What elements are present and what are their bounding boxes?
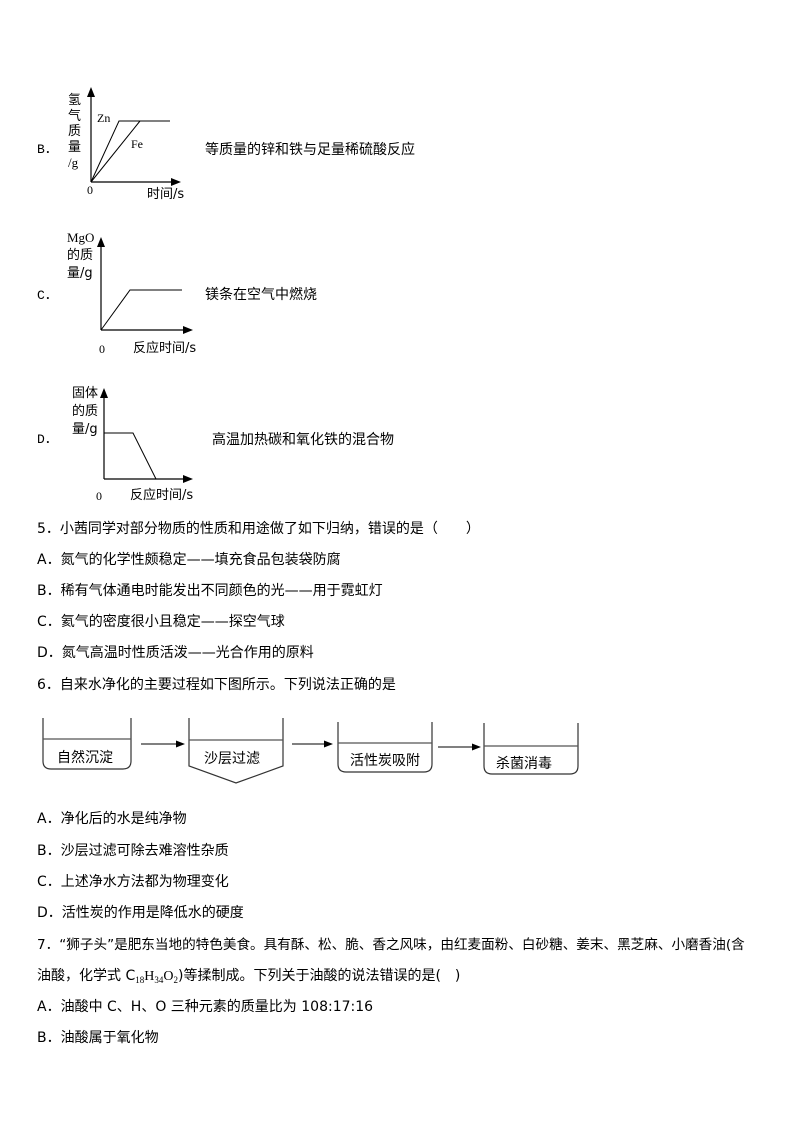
series-label-fe: Fe bbox=[131, 137, 143, 151]
question-5-stem: 5．小茜同学对部分物质的性质和用途做了如下归纳，错误的是（ ） bbox=[37, 521, 480, 537]
stem-text: )等揉制成。下列关于油酸的说法错误的是( ) bbox=[177, 968, 461, 984]
question-6-option-d: D．活性炭的作用是降低水的硬度 bbox=[37, 905, 244, 921]
stem-text: 油酸，化学式 C bbox=[37, 968, 136, 984]
option-c-description: 镁条在空气中燃烧 bbox=[205, 287, 317, 303]
question-6-option-a: A．净化后的水是纯净物 bbox=[37, 811, 187, 827]
question-7-option-a: A．油酸中 C、H、O 三种元素的质量比为 108:17:16 bbox=[37, 999, 374, 1015]
x-axis-label: 时间/s bbox=[147, 187, 185, 202]
x-axis-label: 反应时间/s bbox=[133, 341, 197, 356]
y-label-char: 量 bbox=[68, 139, 82, 155]
y-label-line: 固体 bbox=[72, 386, 99, 401]
flow-step-activated-carbon: 活性炭吸附 bbox=[350, 753, 420, 769]
y-label-char: 气 bbox=[68, 108, 82, 124]
series-label-zn: Zn bbox=[97, 111, 111, 125]
y-label-line: 量/g bbox=[72, 422, 98, 437]
option-b-label: B． bbox=[37, 142, 58, 157]
option-d-description: 高温加热碳和氧化铁的混合物 bbox=[212, 432, 394, 448]
question-6-option-c: C．上述净水方法都为物理变化 bbox=[37, 874, 229, 890]
flow-step-natural-sedimentation: 自然沉淀 bbox=[57, 750, 113, 766]
y-label-line: 的质 bbox=[67, 248, 94, 263]
question-5-option-a: A．氮气的化学性颇稳定——填充食品包装袋防腐 bbox=[37, 552, 341, 568]
y-label-unit: /g bbox=[68, 155, 79, 170]
y-label-line: 量/g bbox=[67, 266, 93, 281]
question-5-option-b: B．稀有气体通电时能发出不同颜色的光——用于霓虹灯 bbox=[37, 583, 383, 599]
question-7-stem-line-1: 7．“狮子头”是肥东当地的特色美食。具有酥、松、脆、香之风味，由红麦面粉、白砂糖… bbox=[37, 937, 745, 953]
origin-label: 0 bbox=[96, 489, 102, 503]
option-b-description: 等质量的锌和铁与足量稀硫酸反应 bbox=[205, 142, 415, 158]
origin-label: 0 bbox=[87, 183, 93, 197]
flow-step-disinfection: 杀菌消毒 bbox=[496, 756, 552, 772]
question-6-stem: 6．自来水净化的主要过程如下图所示。下列说法正确的是 bbox=[37, 677, 396, 693]
question-6-option-b: B．沙层过滤可除去难溶性杂质 bbox=[37, 843, 229, 859]
chart-d-y-axis-label: 固体 的质 量/g bbox=[72, 385, 98, 439]
y-label-char: 氢 bbox=[68, 93, 82, 108]
question-7-stem-line-2: 油酸，化学式 C18H34O2)等揉制成。下列关于油酸的说法错误的是( ) bbox=[37, 968, 460, 985]
question-5-option-d: D．氮气高温时性质活泼——光合作用的原料 bbox=[37, 645, 314, 661]
formula-element: H bbox=[144, 969, 155, 984]
formula-element: O bbox=[163, 969, 174, 984]
question-5-option-c: C．氦气的密度很小且稳定——探空气球 bbox=[37, 614, 285, 630]
y-label-line: 的质 bbox=[72, 404, 99, 419]
option-c-label: C． bbox=[37, 288, 58, 303]
chart-b-y-axis-label: 氢 气 质 量 /g bbox=[68, 93, 84, 171]
chart-c-y-axis-label: MgO 的质 量/g bbox=[67, 229, 94, 283]
x-axis-label: 反应时间/s bbox=[130, 488, 194, 503]
flow-step-sand-filtration: 沙层过滤 bbox=[204, 751, 260, 767]
formula-subscript: 18 bbox=[135, 975, 145, 985]
option-d-label: D． bbox=[37, 432, 58, 447]
question-7-option-b: B．油酸属于氧化物 bbox=[37, 1030, 159, 1046]
origin-label: 0 bbox=[99, 342, 105, 356]
formula-subscript: 2 bbox=[173, 975, 178, 985]
y-label-line: MgO bbox=[67, 230, 95, 245]
y-label-char: 质 bbox=[68, 124, 82, 139]
formula-subscript: 34 bbox=[154, 975, 164, 985]
